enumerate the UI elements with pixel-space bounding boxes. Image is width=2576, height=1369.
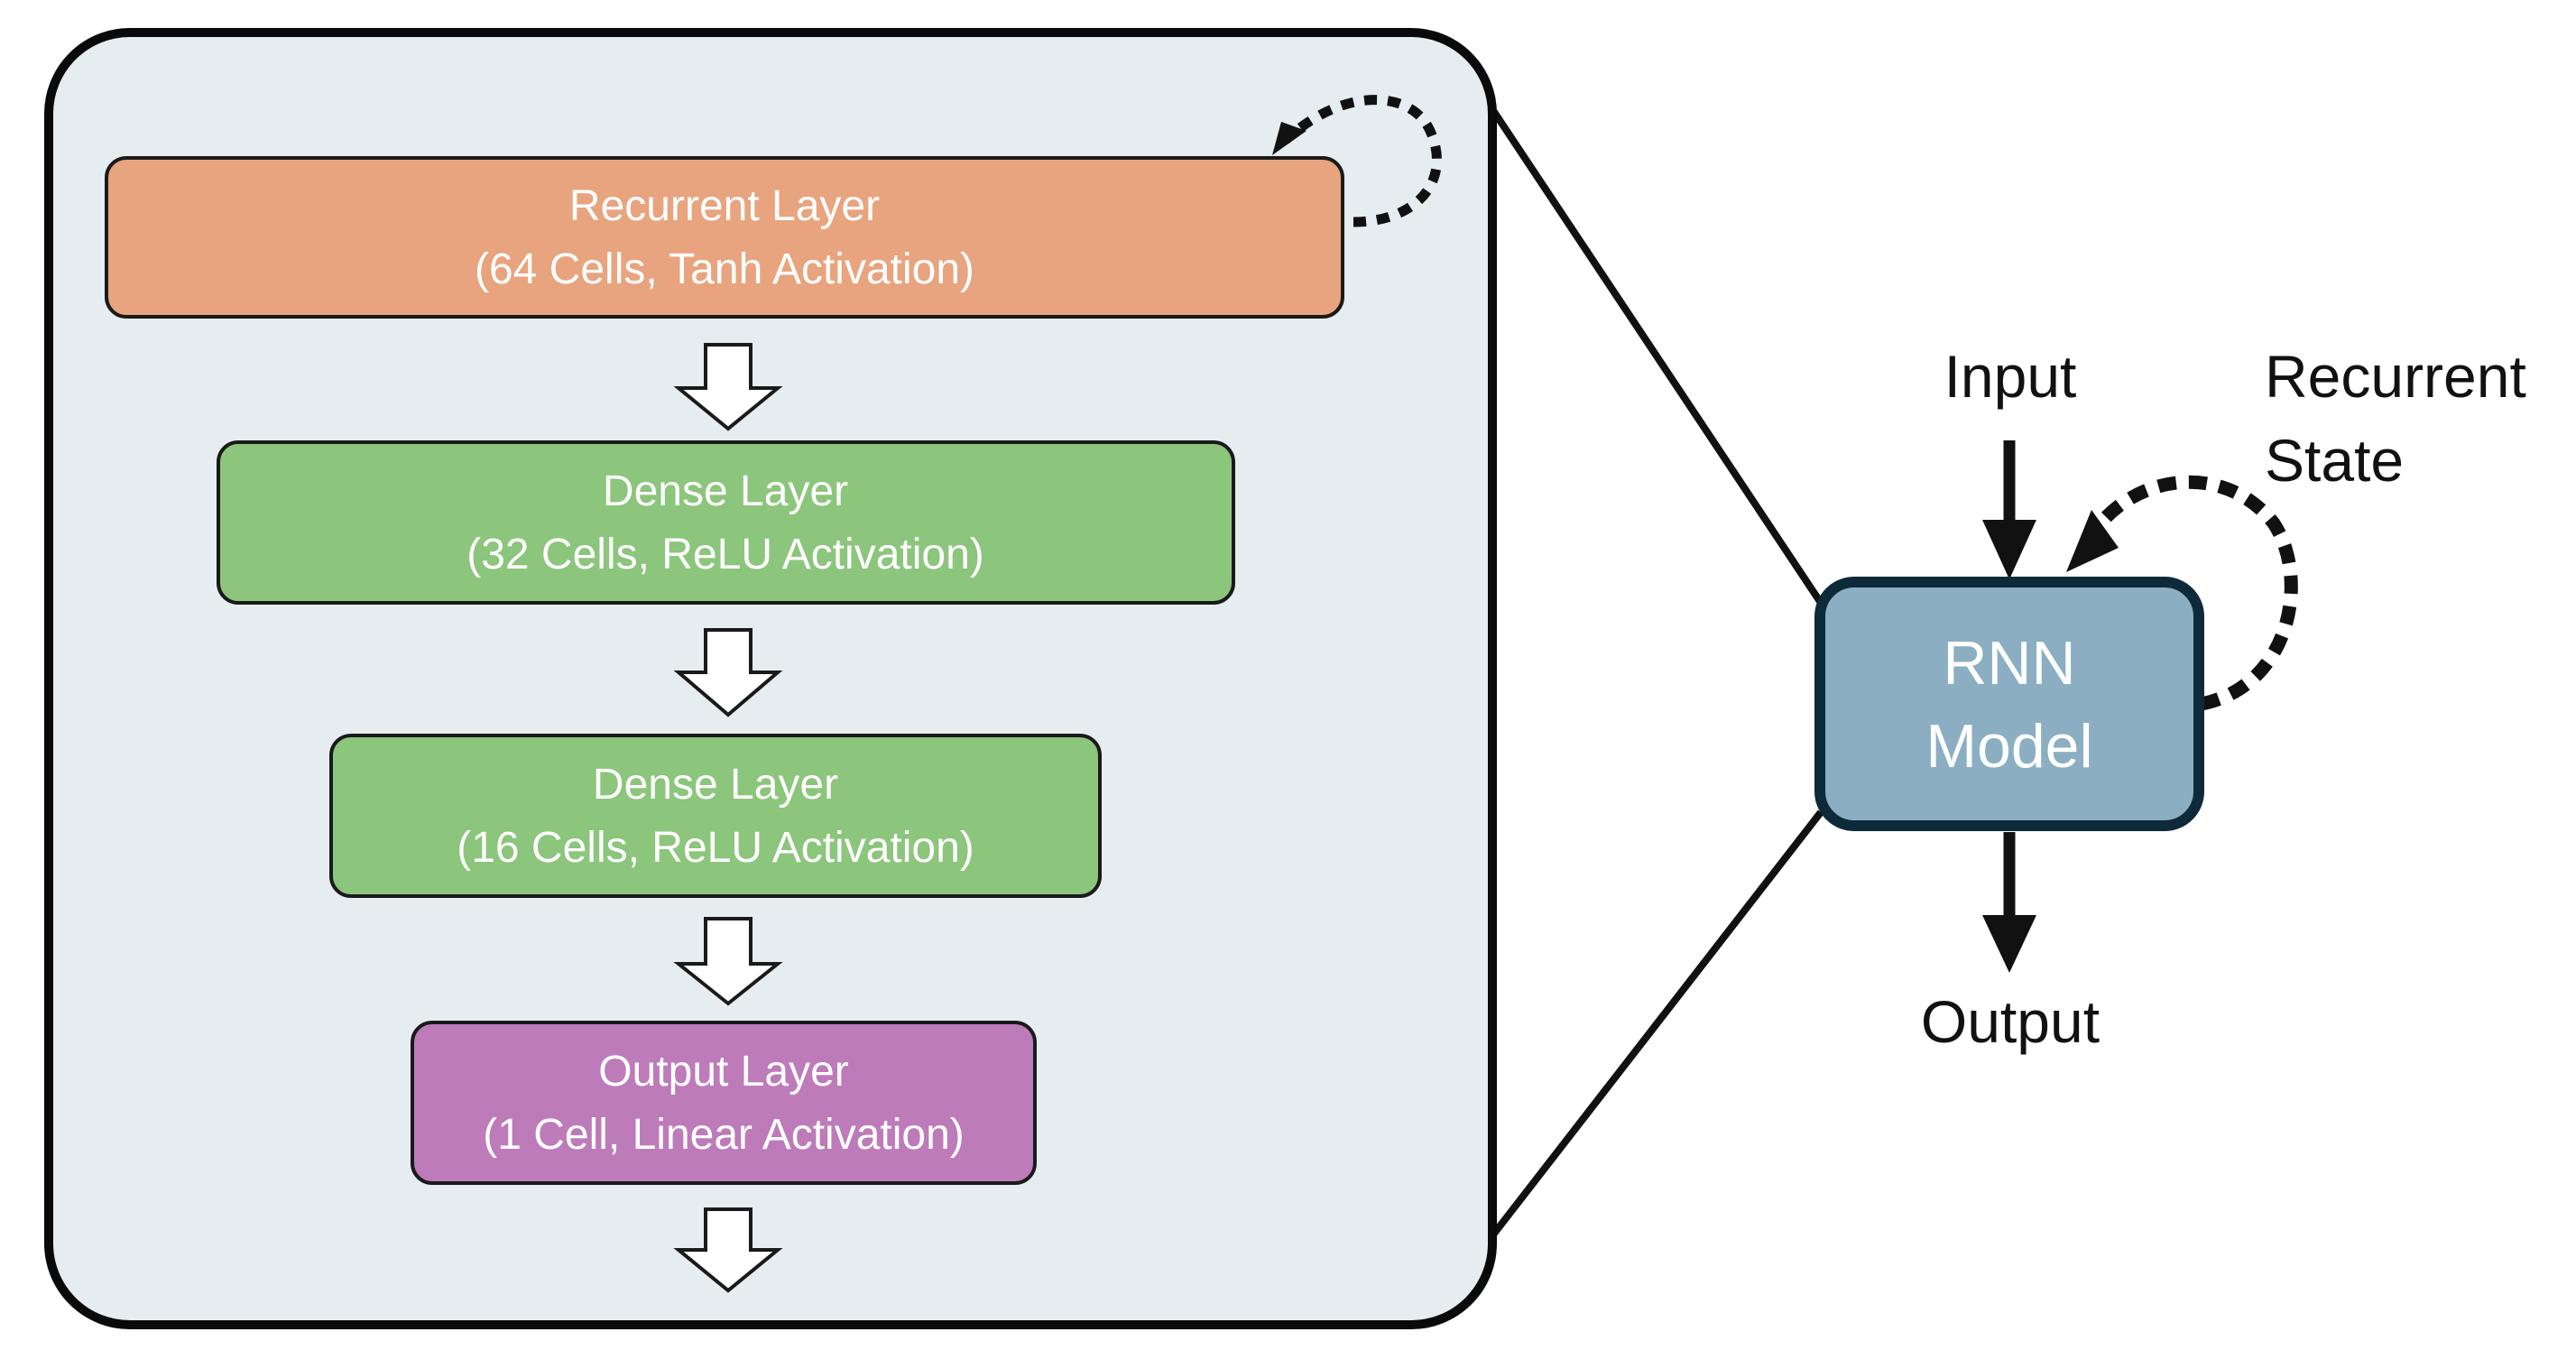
output-label: Output xyxy=(1921,988,2100,1055)
layer-detail: (64 Cells, Tanh Activation) xyxy=(475,245,974,293)
input-label: Input xyxy=(1944,343,2077,410)
input-arrow xyxy=(1982,440,2036,579)
layer-box xyxy=(217,440,1235,605)
rnn-model-label-line1: RNN xyxy=(1943,629,2075,698)
rnn-model-label-line2: Model xyxy=(1925,712,2092,781)
down-arrow-3 xyxy=(673,917,783,1006)
layer-dense-16: Dense Layer (16 Cells, ReLU Activation) xyxy=(329,734,1102,898)
layer-box xyxy=(105,156,1344,319)
layer-title: Dense Layer xyxy=(593,761,838,809)
rnn-model-box xyxy=(1814,577,2204,831)
layer-detail: (32 Cells, ReLU Activation) xyxy=(466,531,984,578)
down-arrow-2 xyxy=(673,628,783,717)
layer-title: Output Layer xyxy=(598,1048,849,1096)
recurrent-state-label-line1: Recurrent xyxy=(2265,343,2526,410)
layer-output: Output Layer (1 Cell, Linear Activation) xyxy=(411,1021,1037,1185)
down-arrow-4 xyxy=(673,1207,783,1293)
model-recurrent-loop-arrowhead xyxy=(2066,510,2119,572)
layer-box xyxy=(329,734,1102,898)
layer-box xyxy=(411,1021,1037,1185)
layer-detail: (16 Cells, ReLU Activation) xyxy=(457,824,974,872)
down-arrow-1 xyxy=(673,343,783,431)
zoom-connector-top xyxy=(1474,85,1824,606)
recurrent-loop-arrow xyxy=(1282,95,1442,227)
layer-title: Dense Layer xyxy=(603,467,848,515)
recurrent-state-label-line2: State xyxy=(2265,427,2404,494)
recurrent-loop-arrowhead xyxy=(1272,122,1306,155)
layer-title: Recurrent Layer xyxy=(569,182,880,230)
layer-detail: (1 Cell, Linear Activation) xyxy=(483,1111,965,1159)
layer-recurrent: Recurrent Layer (64 Cells, Tanh Activati… xyxy=(105,156,1344,319)
layer-dense-32: Dense Layer (32 Cells, ReLU Activation) xyxy=(217,440,1235,605)
output-arrow xyxy=(1982,832,2036,973)
model-recurrent-loop-arrow xyxy=(2087,475,2298,711)
zoom-connector-bottom xyxy=(1474,809,1824,1257)
